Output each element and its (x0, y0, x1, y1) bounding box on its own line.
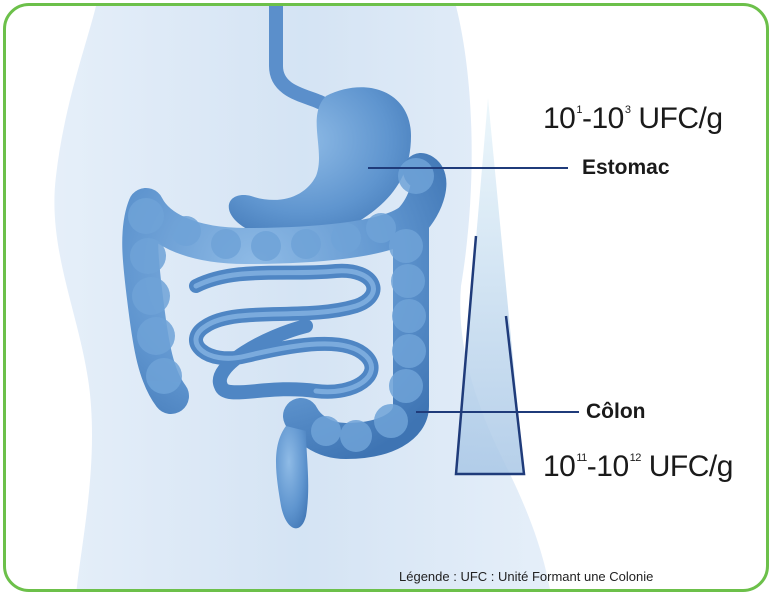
legend-text: Légende : UFC : Unité Formant une Coloni… (399, 569, 653, 584)
stomach-concentration: 101-103 UFC/g (543, 102, 723, 136)
colon-conc-exp1: 11 (576, 452, 586, 464)
stomach-conc-exp1: 1 (576, 104, 582, 116)
colon-concentration: 1011-1012 UFC/g (543, 450, 733, 484)
colon-conc-base2: 10 (596, 450, 628, 483)
colon-conc-dash: - (587, 450, 597, 483)
digestive-tract-illustration (6, 6, 769, 592)
colon-conc-base1: 10 (543, 450, 575, 483)
diagram-frame: 101-103 UFC/g Estomac Côlon 1011-1012 UF… (3, 3, 769, 592)
stomach-label: Estomac (582, 156, 670, 180)
stomach-conc-base2: 10 (592, 102, 624, 135)
stomach-conc-dash: - (582, 102, 592, 135)
stomach-conc-exp2: 3 (625, 104, 631, 116)
colon-conc-exp2: 12 (630, 452, 641, 464)
stomach-conc-unit: UFC/g (631, 102, 723, 135)
colon-conc-unit: UFC/g (641, 450, 733, 483)
colon-label: Côlon (586, 400, 645, 424)
stomach-conc-base1: 10 (543, 102, 575, 135)
